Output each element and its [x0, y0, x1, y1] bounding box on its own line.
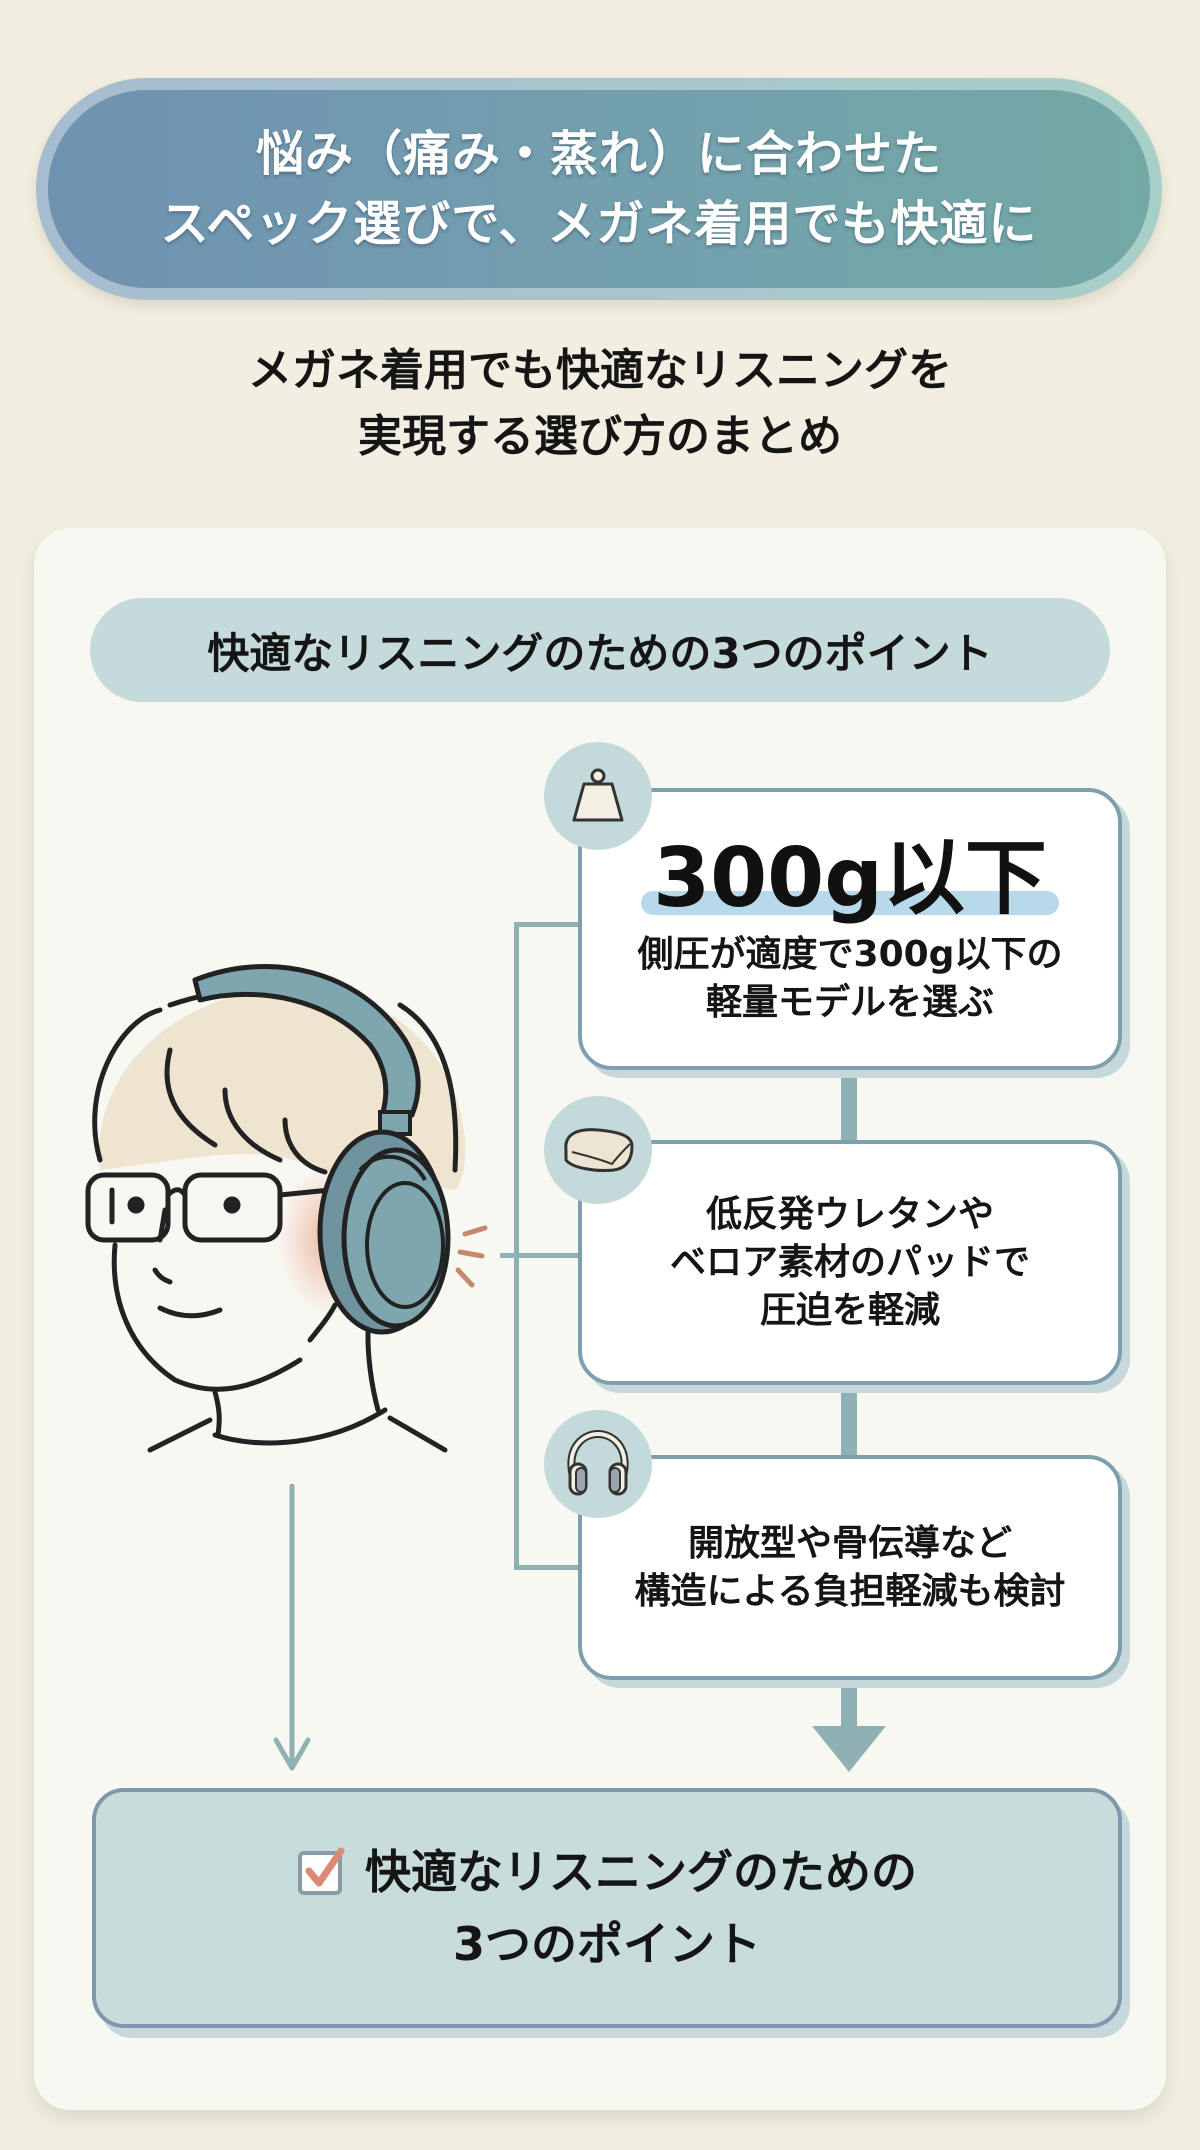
point-2-line-1: 低反発ウレタンや: [705, 1193, 994, 1235]
summary-box: 快適なリスニングのための 3つのポイント: [92, 1788, 1122, 2028]
section-header-label: 快適なリスニングのための3つのポイント: [207, 628, 993, 678]
point-2-line-3: 圧迫を軽減: [759, 1289, 940, 1331]
headphones-icon-badge: [544, 1410, 652, 1518]
cushion-icon-badge: [544, 1096, 652, 1204]
checkbox-checked-icon: [298, 1847, 345, 1895]
connector-to-point-1: [514, 922, 584, 927]
summary-line-2: 3つのポイント: [452, 1917, 761, 1971]
point-3-line-1: 開放型や骨伝導など: [687, 1522, 1012, 1564]
connector-point-1-2: [841, 1070, 857, 1140]
summary-line-1-row: 快適なリスニングのための: [297, 1836, 917, 1908]
connector-point-3-summary: [841, 1680, 857, 1730]
highlight-value: 300g以下: [641, 831, 1059, 927]
weight-icon: [572, 768, 624, 822]
point-1-line-2: 軽量モデルを選ぶ: [705, 982, 994, 1023]
connector-to-point-2: [500, 1253, 584, 1258]
section-header: 快適なリスニングのための3つのポイント: [90, 598, 1110, 702]
title-line-1: 悩み（痛み・蒸れ）に合わせた: [255, 126, 942, 182]
headphones-icon: [567, 1429, 629, 1496]
title-line-2: スペック選びで、メガネ着用でも快適に: [160, 196, 1038, 252]
subtitle-line-2: 実現する選び方のまとめ: [358, 411, 842, 462]
summary-line-1: 快適なリスニングのための: [365, 1845, 917, 1899]
person-with-headphones-illustration: [85, 964, 488, 1453]
subtitle-line-1: メガネ着用でも快適なリスニングを: [248, 345, 952, 396]
connector-vertical-left: [514, 922, 519, 1570]
arrow-down-icon: [812, 1726, 886, 1772]
point-3-line-2: 構造による負担軽減も検討: [634, 1570, 1066, 1612]
point-1-line-1: 側圧が適度で300g以下の: [637, 934, 1063, 975]
title-banner: 悩み（痛み・蒸れ）に合わせた スペック選びで、メガネ着用でも快適に: [36, 78, 1162, 300]
weight-icon-badge: [544, 742, 652, 850]
point-card-weight: 300g以下 側圧が適度で300g以下の 軽量モデルを選ぶ: [578, 788, 1122, 1070]
subtitle: メガネ着用でも快適なリスニングを 実現する選び方のまとめ: [0, 338, 1200, 470]
highlight-bar: [641, 891, 1059, 915]
thin-arrow-down-icon: [273, 1484, 311, 1771]
point-card-cushion: 低反発ウレタンや ベロア素材のパッドで 圧迫を軽減: [578, 1140, 1122, 1385]
point-2-line-2: ベロア素材のパッドで: [669, 1241, 1030, 1283]
cushion-pad-icon: [564, 1128, 634, 1172]
connector-to-point-3: [514, 1565, 584, 1570]
title-banner-inner: 悩み（痛み・蒸れ）に合わせた スペック選びで、メガネ着用でも快適に: [48, 90, 1150, 288]
connector-point-2-3: [841, 1385, 857, 1455]
point-card-open-structure: 開放型や骨伝導など 構造による負担軽減も検討: [578, 1455, 1122, 1680]
